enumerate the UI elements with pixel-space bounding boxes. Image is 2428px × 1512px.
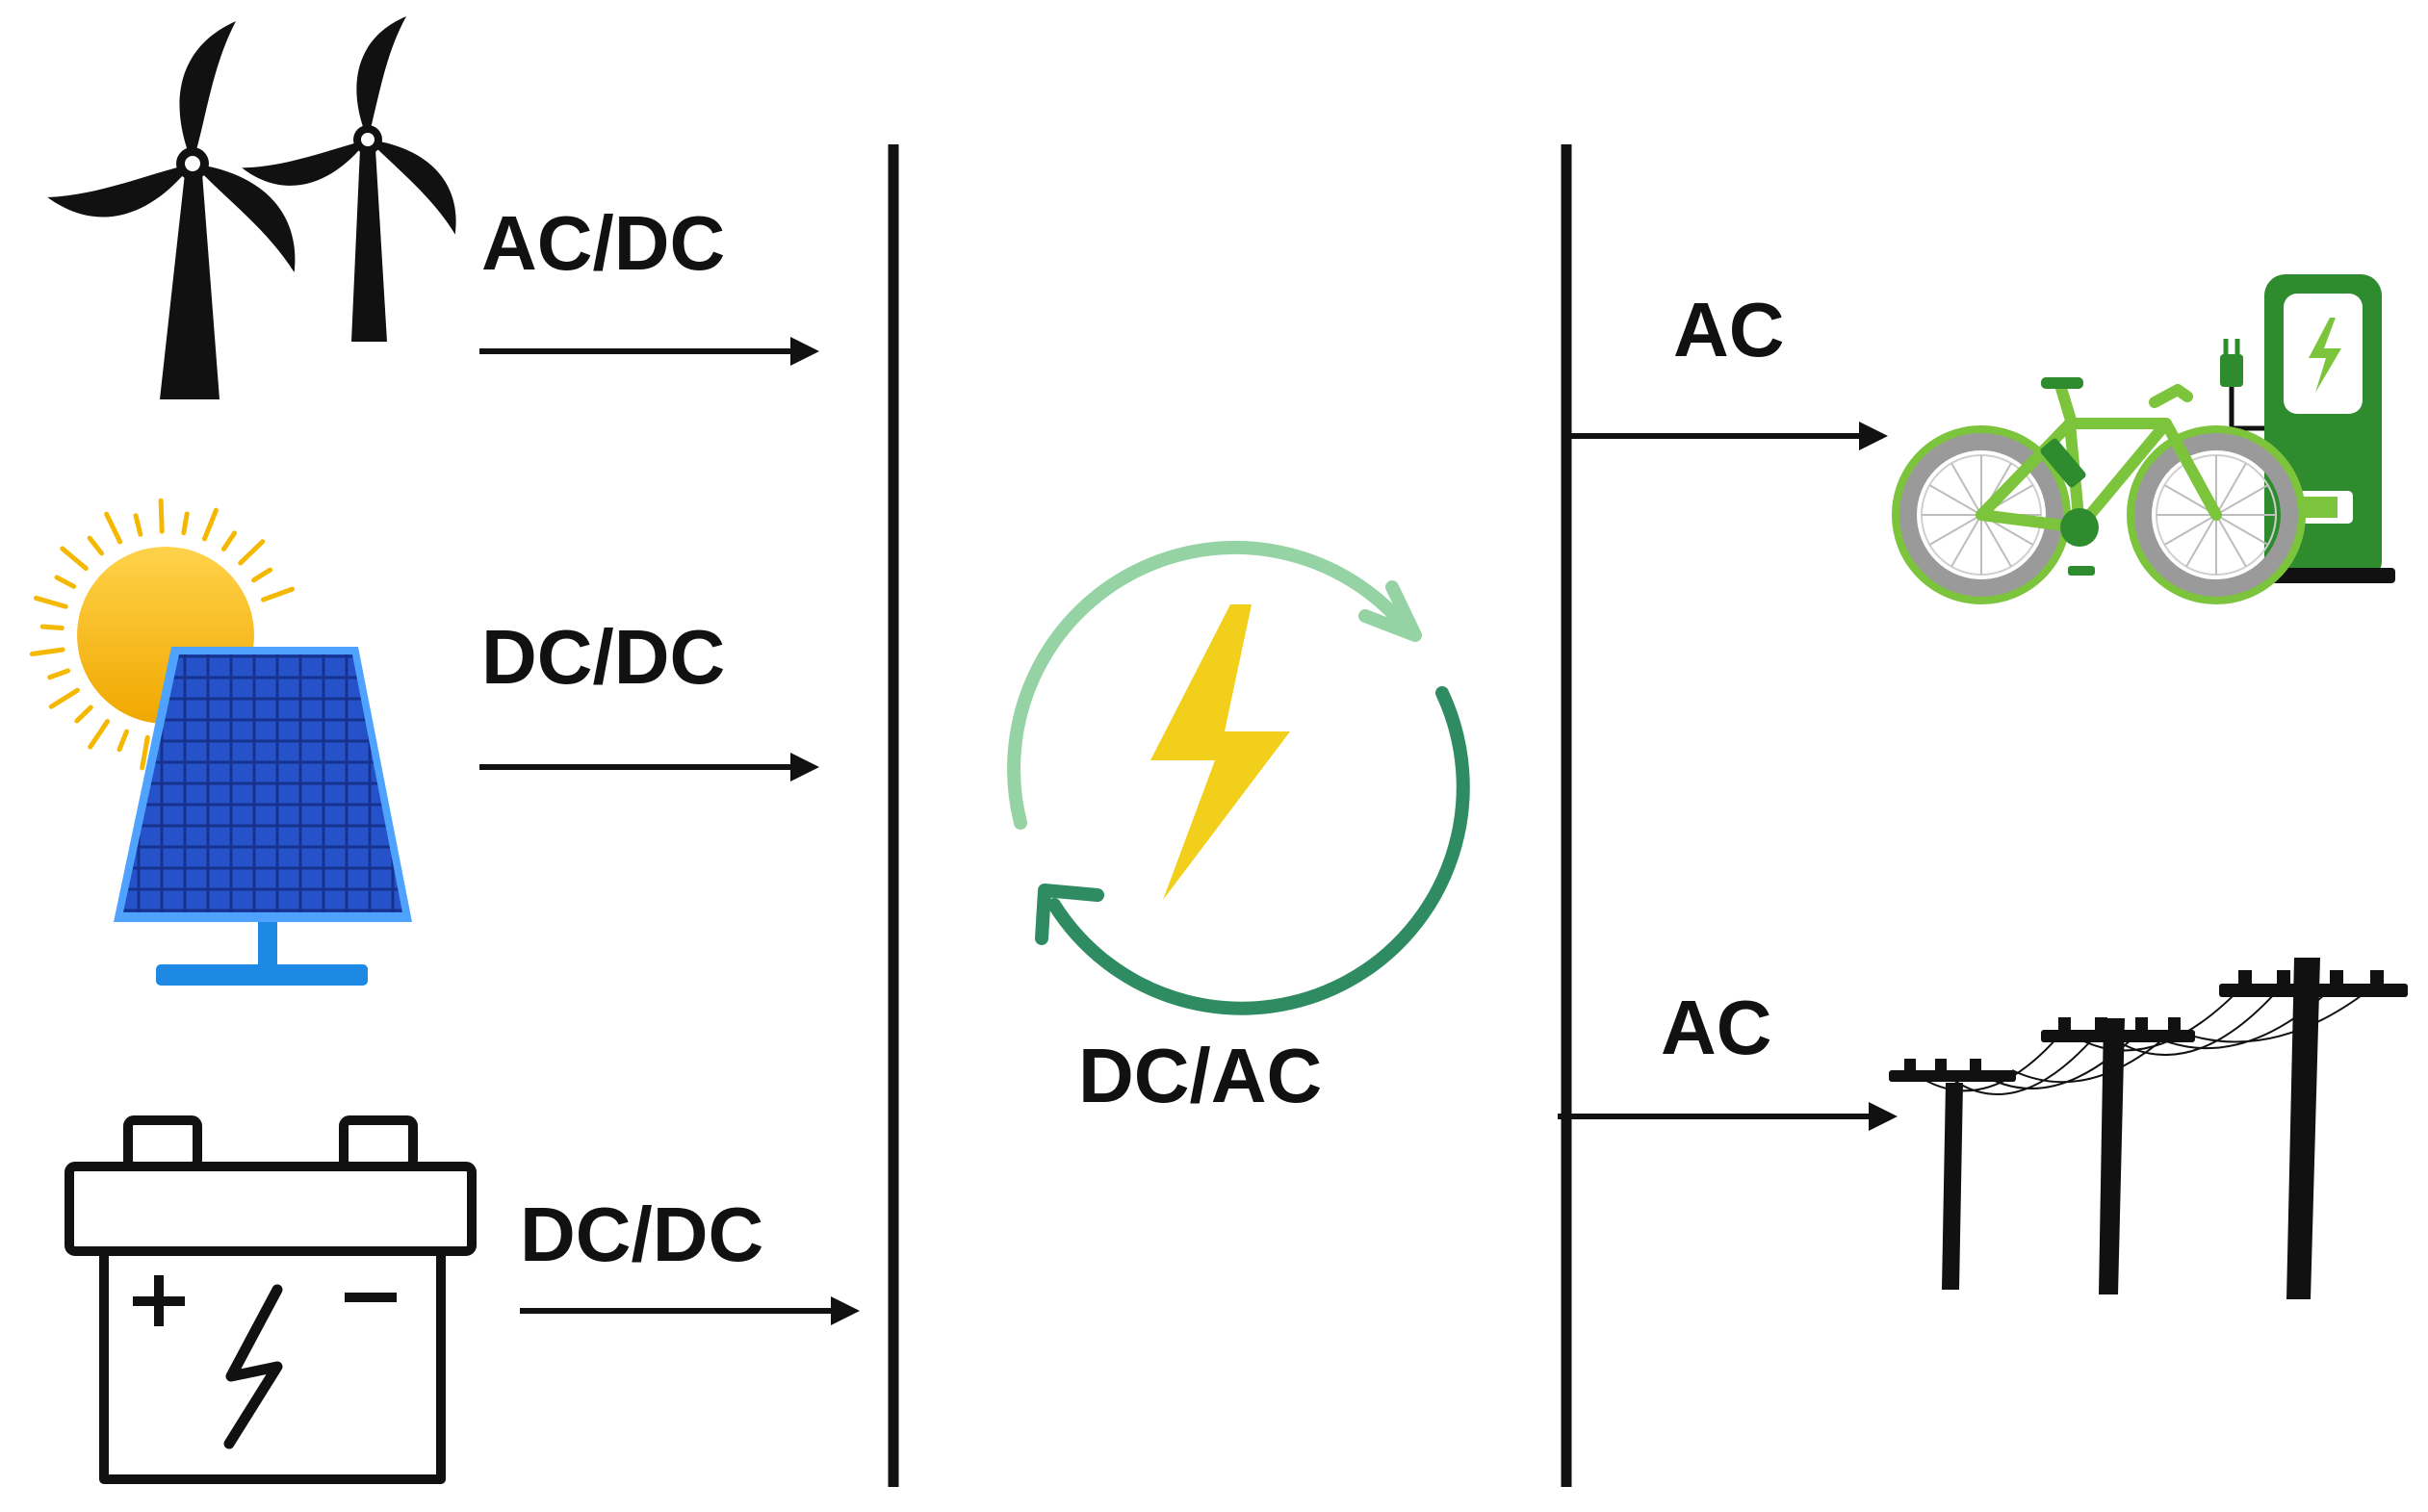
sun-ray	[158, 498, 165, 534]
wheel-spoke	[2215, 514, 2247, 568]
sun-ray	[54, 575, 77, 589]
sun-ray	[260, 586, 296, 602]
wheel-spoke	[2163, 514, 2217, 546]
sun-ray	[116, 729, 130, 753]
wheel-spoke	[2215, 514, 2269, 546]
power-lines-icon	[1889, 958, 2408, 1299]
wheel-spoke	[1950, 514, 1982, 568]
solar-conversion-label: DC/DC	[481, 614, 725, 700]
power-conversion-icon	[1007, 540, 1470, 1015]
wind-turbines-icon	[47, 16, 456, 399]
wheel-spoke	[2215, 484, 2269, 516]
wheel-spoke	[2185, 514, 2217, 568]
wheel-spoke	[1980, 514, 2012, 568]
battery-icon	[65, 1115, 477, 1484]
sun-ray	[48, 687, 80, 709]
wheel-spoke	[1928, 484, 1982, 516]
sun-ray	[88, 719, 111, 750]
grid-output-label: AC	[1661, 985, 1772, 1070]
sun-ray	[140, 734, 150, 771]
sun-ray	[87, 535, 105, 556]
lightning-bolt-icon	[1150, 604, 1290, 900]
sun-ray	[220, 530, 238, 551]
sun-ray	[29, 647, 65, 656]
wind-conversion-label: AC/DC	[481, 200, 725, 286]
wheel-spoke	[1928, 514, 1982, 546]
sun-ray	[33, 595, 68, 609]
sun-ray	[251, 567, 273, 583]
solar-panel-icon	[114, 647, 412, 986]
wheel-spoke	[1950, 462, 1982, 516]
sun-ray	[60, 546, 89, 572]
sun-ray	[238, 539, 266, 566]
sun-ray	[181, 511, 190, 536]
ev-output-label: AC	[1673, 287, 1785, 372]
sun-ray	[74, 705, 93, 724]
sun-ray	[39, 624, 65, 630]
sun-ray	[104, 511, 123, 545]
battery-conversion-label: DC/DC	[520, 1192, 763, 1277]
wheel-spoke	[2215, 462, 2247, 516]
inverter-conversion-label: DC/AC	[1078, 1033, 1322, 1118]
sun-ray	[47, 668, 71, 680]
ebike-charging-station-icon	[1892, 274, 2395, 604]
sun-ray	[133, 513, 143, 537]
sun-ray	[201, 507, 219, 542]
